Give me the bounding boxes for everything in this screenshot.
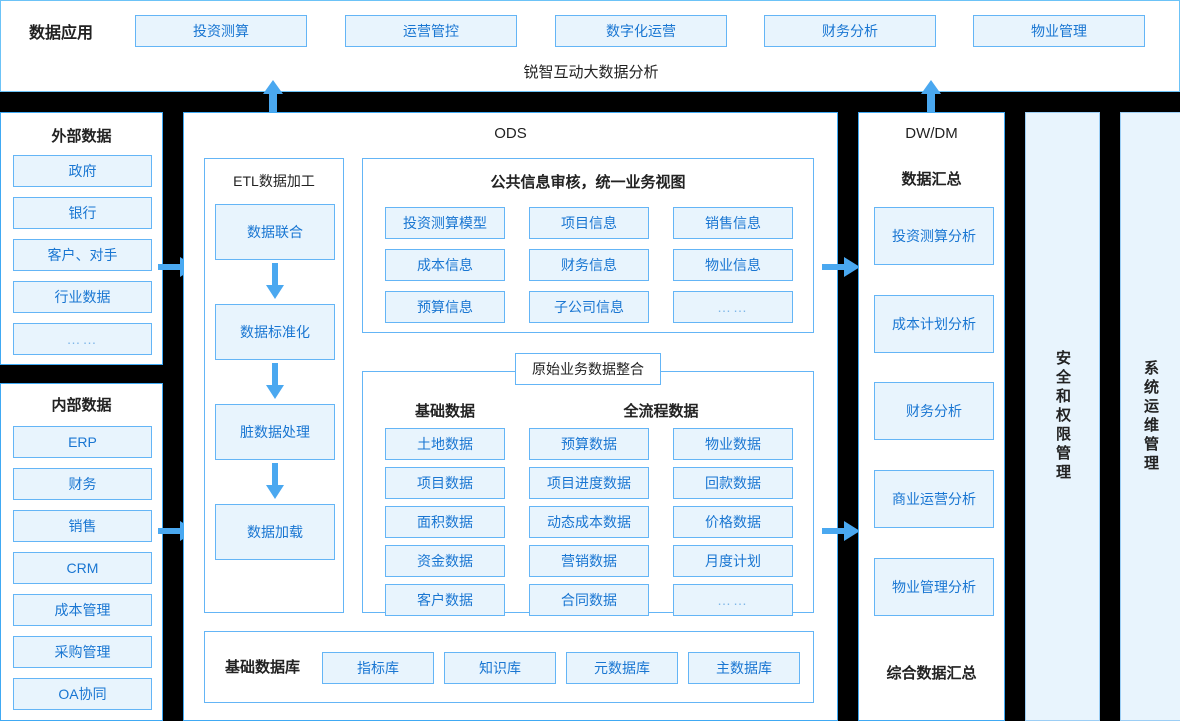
- frame-bar-security-ops: [1100, 92, 1120, 721]
- internal-data-title: 内部数据: [51, 397, 112, 414]
- ods-title: ODS: [494, 125, 527, 142]
- internal-item-3[interactable]: CRM: [13, 552, 152, 584]
- etl-step-2[interactable]: 脏数据处理: [215, 404, 335, 460]
- internal-item-1[interactable]: 财务: [13, 468, 152, 500]
- base-db-panel: 基础数据库 指标库 知识库 元数据库 主数据库: [204, 631, 814, 703]
- dw-footer-label: 综合数据汇总: [886, 665, 977, 682]
- down-arrow-icon-0: [266, 263, 284, 299]
- system-ops-column: 系统运维管理: [1120, 112, 1180, 721]
- external-item-1[interactable]: 银行: [13, 197, 152, 229]
- app-button-1[interactable]: 运营管控: [345, 15, 517, 47]
- up-arrow-icon-ods: [263, 80, 283, 114]
- data-application-band: 数据应用 投资测算 运营管控 数字化运营 财务分析 物业管理 锐智互动大数据分析: [0, 0, 1180, 92]
- flow-data-item-c1-1[interactable]: 项目进度数据: [529, 467, 649, 499]
- flow-data-item-c1-3[interactable]: 营销数据: [529, 545, 649, 577]
- etl-step-3[interactable]: 数据加载: [215, 504, 335, 560]
- app-button-2[interactable]: 数字化运营: [555, 15, 727, 47]
- base-db-item-1[interactable]: 知识库: [444, 652, 556, 684]
- public-view-item-4[interactable]: 财务信息: [529, 249, 649, 281]
- flow-data-item-c1-0[interactable]: 预算数据: [529, 428, 649, 460]
- basic-data-item-3[interactable]: 资金数据: [385, 545, 505, 577]
- external-item-2[interactable]: 客户、对手: [13, 239, 152, 271]
- base-db-item-0[interactable]: 指标库: [322, 652, 434, 684]
- public-view-item-6[interactable]: 预算信息: [385, 291, 505, 323]
- right-arrow-icon-ods-dw-top: [822, 257, 860, 277]
- public-view-item-1[interactable]: 项目信息: [529, 207, 649, 239]
- public-view-item-3[interactable]: 成本信息: [385, 249, 505, 281]
- basic-data-item-4[interactable]: 客户数据: [385, 584, 505, 616]
- system-ops-label: 系统运维管理: [1142, 359, 1159, 474]
- raw-integration-title: 原始业务数据整合: [515, 353, 661, 385]
- flow-data-item-c1-2[interactable]: 动态成本数据: [529, 506, 649, 538]
- ods-panel: ODS ETL数据加工 数据联合 数据标准化 脏数据处理 数据加载 公共信息审核…: [183, 112, 838, 721]
- internal-data-panel: 内部数据 ERP 财务 销售 CRM 成本管理 采购管理 OA协同: [0, 383, 163, 721]
- public-view-panel: 公共信息审核，统一业务视图 投资测算模型 项目信息 销售信息 成本信息 财务信息…: [362, 158, 814, 333]
- raw-integration-basic-label: 基础数据: [414, 403, 475, 420]
- internal-item-2[interactable]: 销售: [13, 510, 152, 542]
- flow-data-item-c2-0[interactable]: 物业数据: [673, 428, 793, 460]
- data-application-label: 数据应用: [29, 25, 94, 42]
- flow-data-item-c2-2[interactable]: 价格数据: [673, 506, 793, 538]
- security-permission-column: 安全和权限管理: [1025, 112, 1100, 721]
- frame-bar-left-vertical: [163, 92, 183, 721]
- internal-item-5[interactable]: 采购管理: [13, 636, 152, 668]
- app-button-0[interactable]: 投资测算: [135, 15, 307, 47]
- base-db-item-3[interactable]: 主数据库: [688, 652, 800, 684]
- flow-data-item-c2-3[interactable]: 月度计划: [673, 545, 793, 577]
- frame-bar-dw-security: [1005, 92, 1025, 721]
- etl-step-0[interactable]: 数据联合: [215, 204, 335, 260]
- dw-dm-title: DW/DM: [905, 125, 958, 142]
- external-item-4[interactable]: ……: [13, 323, 152, 355]
- raw-integration-flow-label: 全流程数据: [623, 403, 699, 420]
- frame-bar-left-splitter: [0, 365, 183, 383]
- etl-step-1[interactable]: 数据标准化: [215, 304, 335, 360]
- public-view-item-8[interactable]: ……: [673, 291, 793, 323]
- dw-summary-label: 数据汇总: [901, 171, 962, 188]
- dw-item-4[interactable]: 物业管理分析: [874, 558, 994, 616]
- flow-data-item-c2-1[interactable]: 回款数据: [673, 467, 793, 499]
- frame-bar-ods-dw: [838, 92, 858, 721]
- dw-item-1[interactable]: 成本计划分析: [874, 295, 994, 353]
- security-permission-label: 安全和权限管理: [1054, 350, 1071, 483]
- frame-bar-top: [0, 92, 1180, 112]
- external-data-panel: 外部数据 政府 银行 客户、对手 行业数据 ……: [0, 112, 163, 365]
- public-view-item-0[interactable]: 投资测算模型: [385, 207, 505, 239]
- external-item-3[interactable]: 行业数据: [13, 281, 152, 313]
- app-button-3[interactable]: 财务分析: [764, 15, 936, 47]
- flow-data-item-c2-4[interactable]: ……: [673, 584, 793, 616]
- basic-data-item-2[interactable]: 面积数据: [385, 506, 505, 538]
- external-data-title: 外部数据: [51, 128, 112, 145]
- flow-data-item-c1-4[interactable]: 合同数据: [529, 584, 649, 616]
- basic-data-item-0[interactable]: 土地数据: [385, 428, 505, 460]
- basic-data-item-1[interactable]: 项目数据: [385, 467, 505, 499]
- external-item-0[interactable]: 政府: [13, 155, 152, 187]
- app-button-4[interactable]: 物业管理: [973, 15, 1145, 47]
- public-view-item-5[interactable]: 物业信息: [673, 249, 793, 281]
- right-arrow-icon-ods-dw-bottom: [822, 521, 860, 541]
- public-view-item-7[interactable]: 子公司信息: [529, 291, 649, 323]
- down-arrow-icon-1: [266, 363, 284, 399]
- dw-dm-panel: DW/DM 数据汇总 投资测算分析 成本计划分析 财务分析 商业运营分析 物业管…: [858, 112, 1005, 721]
- platform-title: 锐智互动大数据分析: [523, 64, 659, 81]
- internal-item-0[interactable]: ERP: [13, 426, 152, 458]
- raw-integration-panel: 基础数据 全流程数据 土地数据 项目数据 面积数据 资金数据 客户数据 预算数据…: [362, 371, 814, 616]
- etl-title: ETL数据加工: [233, 173, 315, 189]
- internal-item-4[interactable]: 成本管理: [13, 594, 152, 626]
- internal-item-6[interactable]: OA协同: [13, 678, 152, 710]
- public-view-item-2[interactable]: 销售信息: [673, 207, 793, 239]
- public-view-title: 公共信息审核，统一业务视图: [490, 174, 686, 191]
- base-db-item-2[interactable]: 元数据库: [566, 652, 678, 684]
- down-arrow-icon-2: [266, 463, 284, 499]
- dw-item-0[interactable]: 投资测算分析: [874, 207, 994, 265]
- dw-item-3[interactable]: 商业运营分析: [874, 470, 994, 528]
- etl-panel: ETL数据加工 数据联合 数据标准化 脏数据处理 数据加载: [204, 158, 344, 613]
- base-db-label: 基础数据库: [225, 659, 301, 676]
- up-arrow-icon-dw: [921, 80, 941, 114]
- dw-item-2[interactable]: 财务分析: [874, 382, 994, 440]
